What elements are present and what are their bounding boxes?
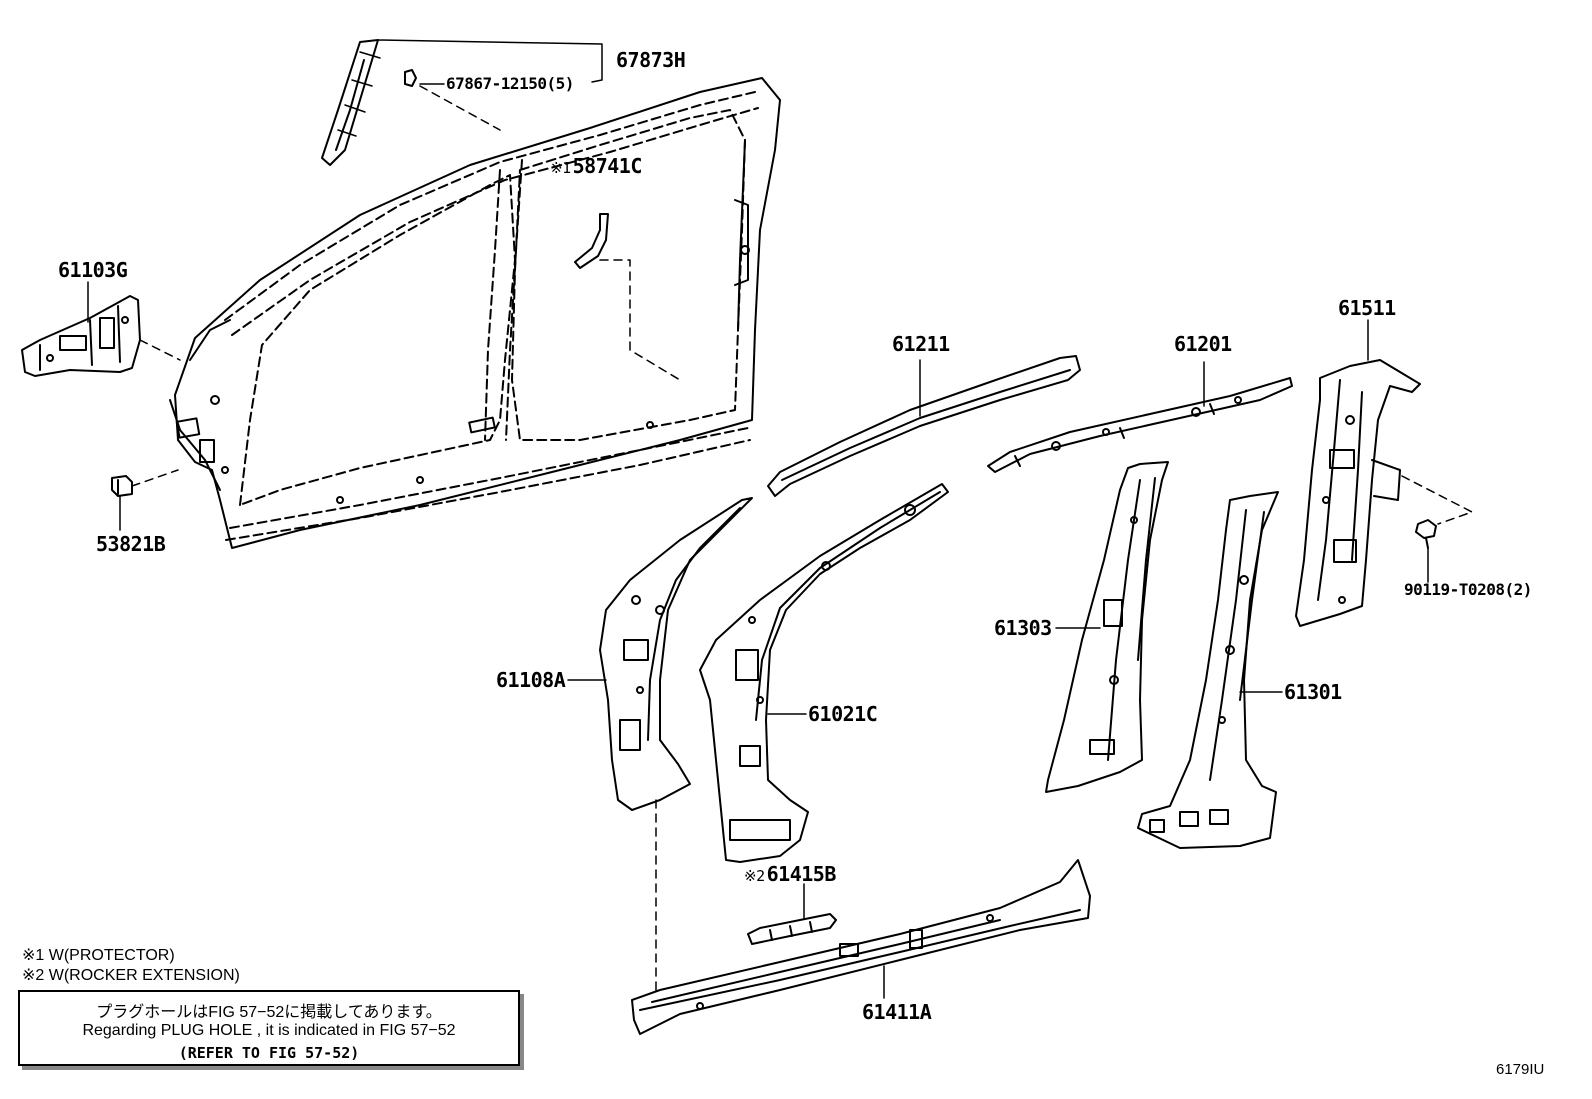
label-61303: 61303 <box>994 616 1052 640</box>
label-61411A: 61411A <box>862 1000 932 1024</box>
bolt-90119-drawing <box>1415 519 1437 549</box>
part-61201-drawing <box>987 377 1293 473</box>
part-53821B-drawing <box>111 475 133 497</box>
figure-code: 6179IU <box>1496 1061 1545 1078</box>
label-90119-bolt: 90119-T0208(2) <box>1404 580 1532 599</box>
label-61511: 61511 <box>1338 296 1396 320</box>
label-61103G: 61103G <box>58 258 128 282</box>
part-61021C-drawing <box>699 483 949 863</box>
part-61411A-drawing <box>631 859 1091 1035</box>
part-61211-drawing <box>767 355 1081 497</box>
part-61415B-drawing <box>747 913 837 945</box>
legend-note-2: ※2 W(ROCKER EXTENSION) <box>22 967 240 984</box>
mark-note-1: ※1 <box>550 159 571 177</box>
label-61301: 61301 <box>1284 680 1342 704</box>
leader-lines <box>87 39 1429 999</box>
label-67873H: 67873H <box>616 48 686 72</box>
dashed-assembly-lines <box>131 85 1473 991</box>
note-reference: (REFER TO FIG 57-52) <box>178 1044 360 1062</box>
part-61511-drawing <box>1295 359 1421 627</box>
note-japanese: プラグホールはFIG 57−52に掲載してあります。 <box>96 1004 442 1021</box>
side-panel-outer-drawing <box>169 77 781 549</box>
protector-58741C-drawing <box>574 213 609 269</box>
label-61021C: 61021C <box>808 702 878 726</box>
part-61108A-drawing <box>599 497 753 811</box>
strip-67873H-drawing <box>321 39 417 166</box>
label-61108A: 61108A <box>496 668 566 692</box>
part-61301-drawing <box>1137 491 1279 849</box>
label-58741C-number: 58741C <box>572 154 643 178</box>
bracket-61103G-drawing <box>21 295 141 377</box>
label-61201: 61201 <box>1174 332 1232 356</box>
label-53821B: 53821B <box>96 532 166 556</box>
mark-note-2: ※2 <box>744 867 765 885</box>
label-61211: 61211 <box>892 332 950 356</box>
label-61415B-number: 61415B <box>766 862 837 886</box>
label-67867-clip: 67867-12150(5) <box>446 74 574 93</box>
legend-note-1: ※1 W(PROTECTOR) <box>22 947 175 964</box>
note-english: Regarding PLUG HOLE , it is indicated in… <box>82 1022 456 1039</box>
part-61303-drawing <box>1045 461 1169 793</box>
plug-hole-note-box: プラグホールはFIG 57−52に掲載してあります。 Regarding PLU… <box>18 990 520 1066</box>
